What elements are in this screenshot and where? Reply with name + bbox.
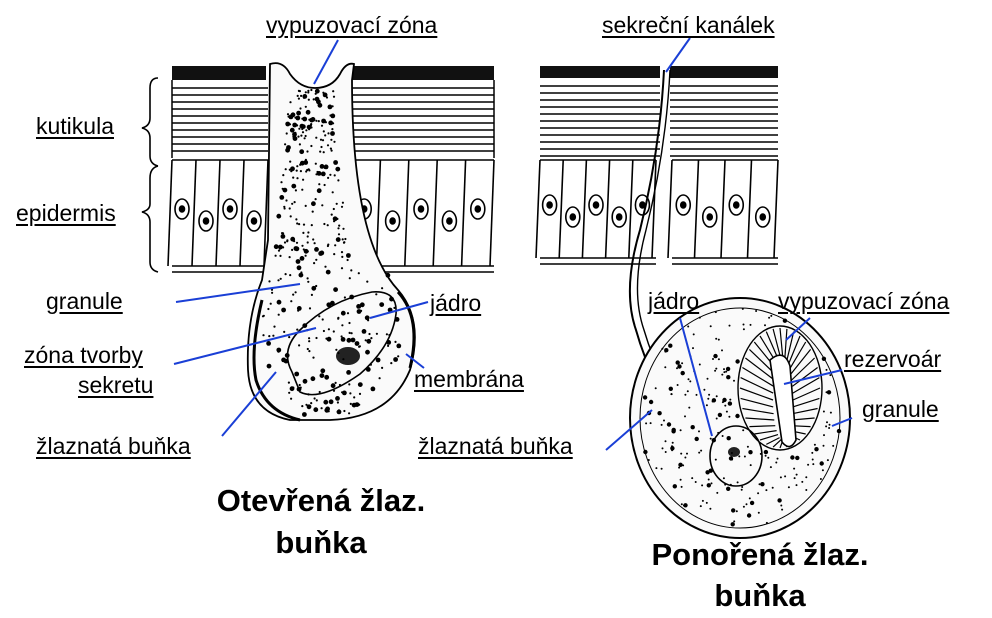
label-zlaznata-bunka-left: žlaznatá buňka: [36, 433, 191, 459]
pointer-vypuzovaci-left: [314, 40, 338, 84]
label-vypuzovaci-zona-left: vypuzovací zóna: [266, 12, 437, 38]
label-vypuzovaci-zona-right: vypuzovací zóna: [778, 288, 949, 314]
label-rezervoar: rezervoár: [844, 346, 941, 372]
title-open-gland-line2: buňka: [176, 524, 466, 562]
label-kutikula: kutikula: [36, 113, 114, 139]
title-submerged-gland-line2: buňka: [610, 577, 910, 615]
label-granule-right: granule: [862, 396, 939, 422]
label-jadro-right: jádro: [648, 288, 699, 314]
label-sekrecni-kanalek: sekreční kanálek: [602, 12, 775, 38]
label-zona-tvorby: zóna tvorby: [24, 342, 143, 368]
label-zlaznata-bunka-right: žlaznatá buňka: [418, 433, 573, 459]
right-nucleus: [728, 447, 740, 457]
right-cuticle: [540, 66, 778, 156]
right-epidermis: [536, 160, 778, 264]
label-membrana: membrána: [414, 366, 524, 392]
kutikula-bracket: [142, 78, 158, 166]
label-epidermis: epidermis: [16, 200, 116, 226]
title-open-gland-line1: Otevřená žlaz.: [176, 482, 466, 520]
epidermis-bracket: [142, 166, 158, 272]
label-granule-left: granule: [46, 288, 123, 314]
title-submerged-gland-line1: Ponořená žlaz.: [610, 536, 910, 574]
label-sekretu: sekretu: [78, 372, 153, 398]
label-jadro-left: jádro: [430, 290, 481, 316]
left-nucleus: [336, 347, 360, 365]
